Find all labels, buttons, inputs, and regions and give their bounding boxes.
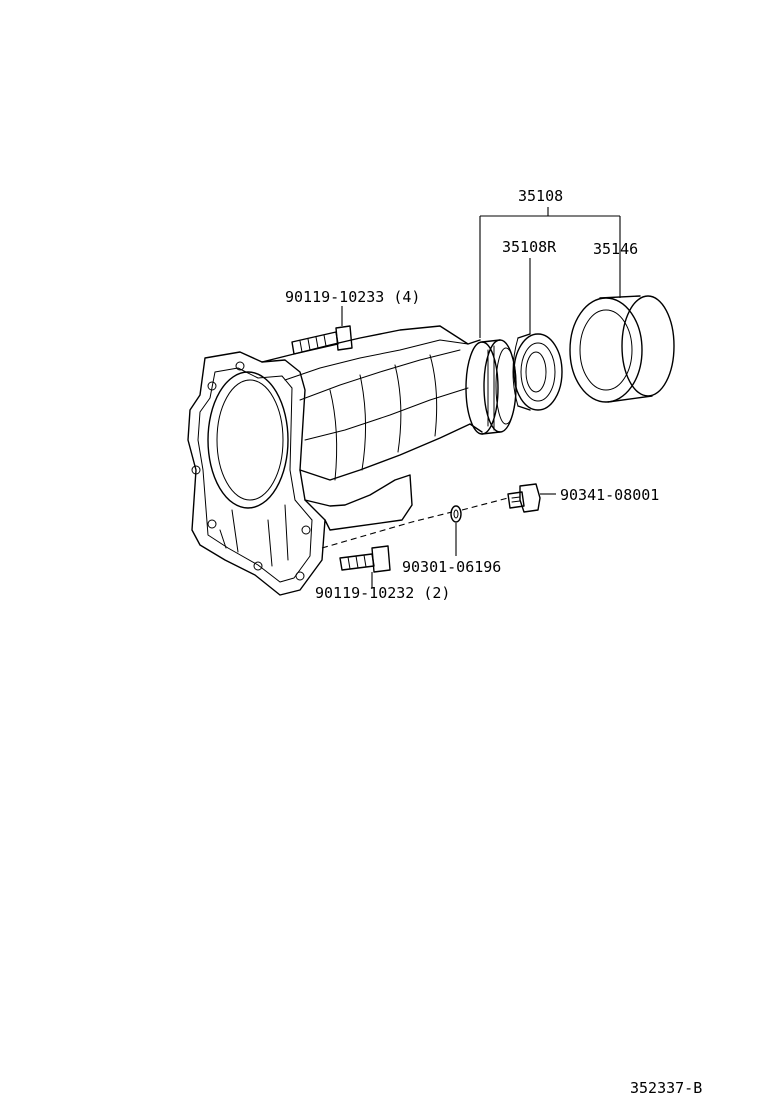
label-35108r: 35108R: [502, 238, 557, 256]
dust-cover[interactable]: [569, 295, 675, 403]
leader-lines: [341, 207, 621, 588]
label-upper-bolt: 90119-10233 (4): [285, 288, 420, 306]
lower-bolt[interactable]: [339, 545, 391, 573]
alignment-line: [321, 497, 509, 549]
label-gasket: 90301-06196: [402, 558, 501, 576]
drain-plug[interactable]: [507, 483, 541, 513]
label-35146: 35146: [593, 240, 638, 258]
label-plug: 90341-08001: [560, 486, 659, 504]
label-lower-bolt: 90119-10232 (2): [315, 584, 450, 602]
label-35108: 35108: [518, 187, 563, 205]
upper-bolt[interactable]: [291, 325, 353, 355]
gasket[interactable]: [450, 505, 462, 523]
oil-seal[interactable]: [512, 333, 563, 411]
figure-code: 352337-B: [630, 1079, 702, 1097]
extension-housing[interactable]: [187, 325, 517, 596]
